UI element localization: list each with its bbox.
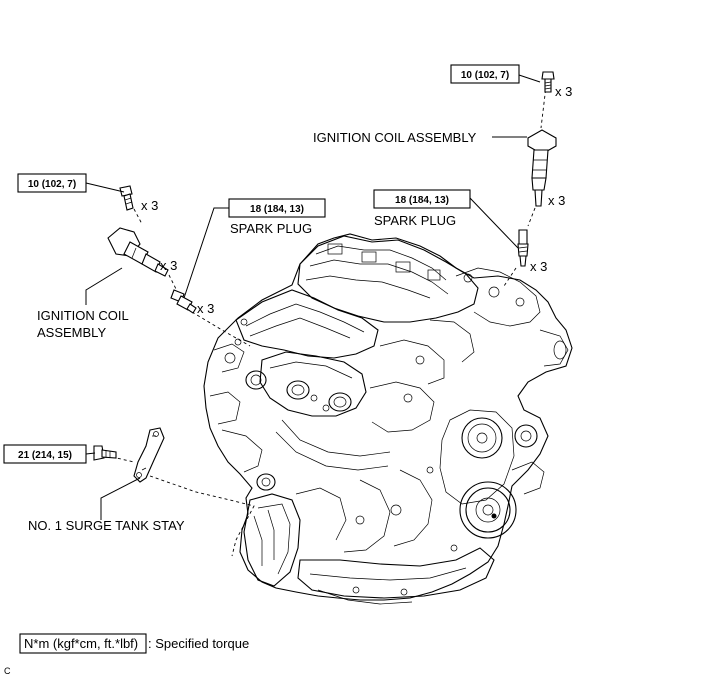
- callout-torque-top-right: 10 (102, 7): [450, 64, 520, 84]
- torque-value: 18 (184, 13): [250, 204, 304, 215]
- torque-value: 21 (214, 15): [18, 450, 72, 461]
- label-surge-tank-stay: NO. 1 SURGE TANK STAY: [28, 518, 185, 533]
- callout-torque-top-left: 10 (102, 7): [17, 173, 87, 193]
- qty-bolt-top-right: x 3: [555, 84, 572, 99]
- legend-description: : Specified torque: [148, 636, 249, 651]
- qty-coil-left: x 3: [160, 258, 177, 273]
- qty-plug-left: x 3: [197, 301, 214, 316]
- right-bolt: [541, 71, 555, 93]
- right-spark-plug: [517, 229, 529, 267]
- label-ignition-coil-right: IGNITION COIL ASSEMBLY: [313, 130, 477, 145]
- torque-legend: N*m (kgf*cm, ft.*lbf) : Specified torque: [19, 633, 249, 654]
- qty-coil-right: x 3: [548, 193, 565, 208]
- engine-drawing: [203, 233, 573, 605]
- label-spark-plug-right: SPARK PLUG: [374, 213, 456, 228]
- torque-value: 10 (102, 7): [28, 179, 76, 190]
- callout-torque-spark-left: 18 (184, 13): [228, 198, 326, 218]
- label-ignition-coil-left-line2: ASSEMBLY: [37, 325, 106, 340]
- figure-code: C: [4, 666, 11, 676]
- label-spark-plug-left: SPARK PLUG: [230, 221, 312, 236]
- right-ignition-coil: [527, 129, 557, 207]
- torque-value: 18 (184, 13): [395, 195, 449, 206]
- callout-torque-spark-right: 18 (184, 13): [373, 189, 471, 209]
- qty-bolt-left: x 3: [141, 198, 158, 213]
- left-spark-plug: [170, 289, 197, 314]
- callout-torque-stay: 21 (214, 15): [3, 444, 87, 464]
- legend-unit-box: N*m (kgf*cm, ft.*lbf): [24, 636, 138, 651]
- left-ignition-coil: [107, 227, 169, 277]
- label-ignition-coil-left-line1: IGNITION COIL: [37, 308, 129, 323]
- qty-plug-right: x 3: [530, 259, 547, 274]
- left-bolt: [119, 185, 134, 211]
- surge-tank-stay: [133, 427, 165, 483]
- label-leaders: [85, 74, 541, 520]
- torque-value: 10 (102, 7): [461, 70, 509, 81]
- surge-tank-stay-bolt: [93, 445, 117, 461]
